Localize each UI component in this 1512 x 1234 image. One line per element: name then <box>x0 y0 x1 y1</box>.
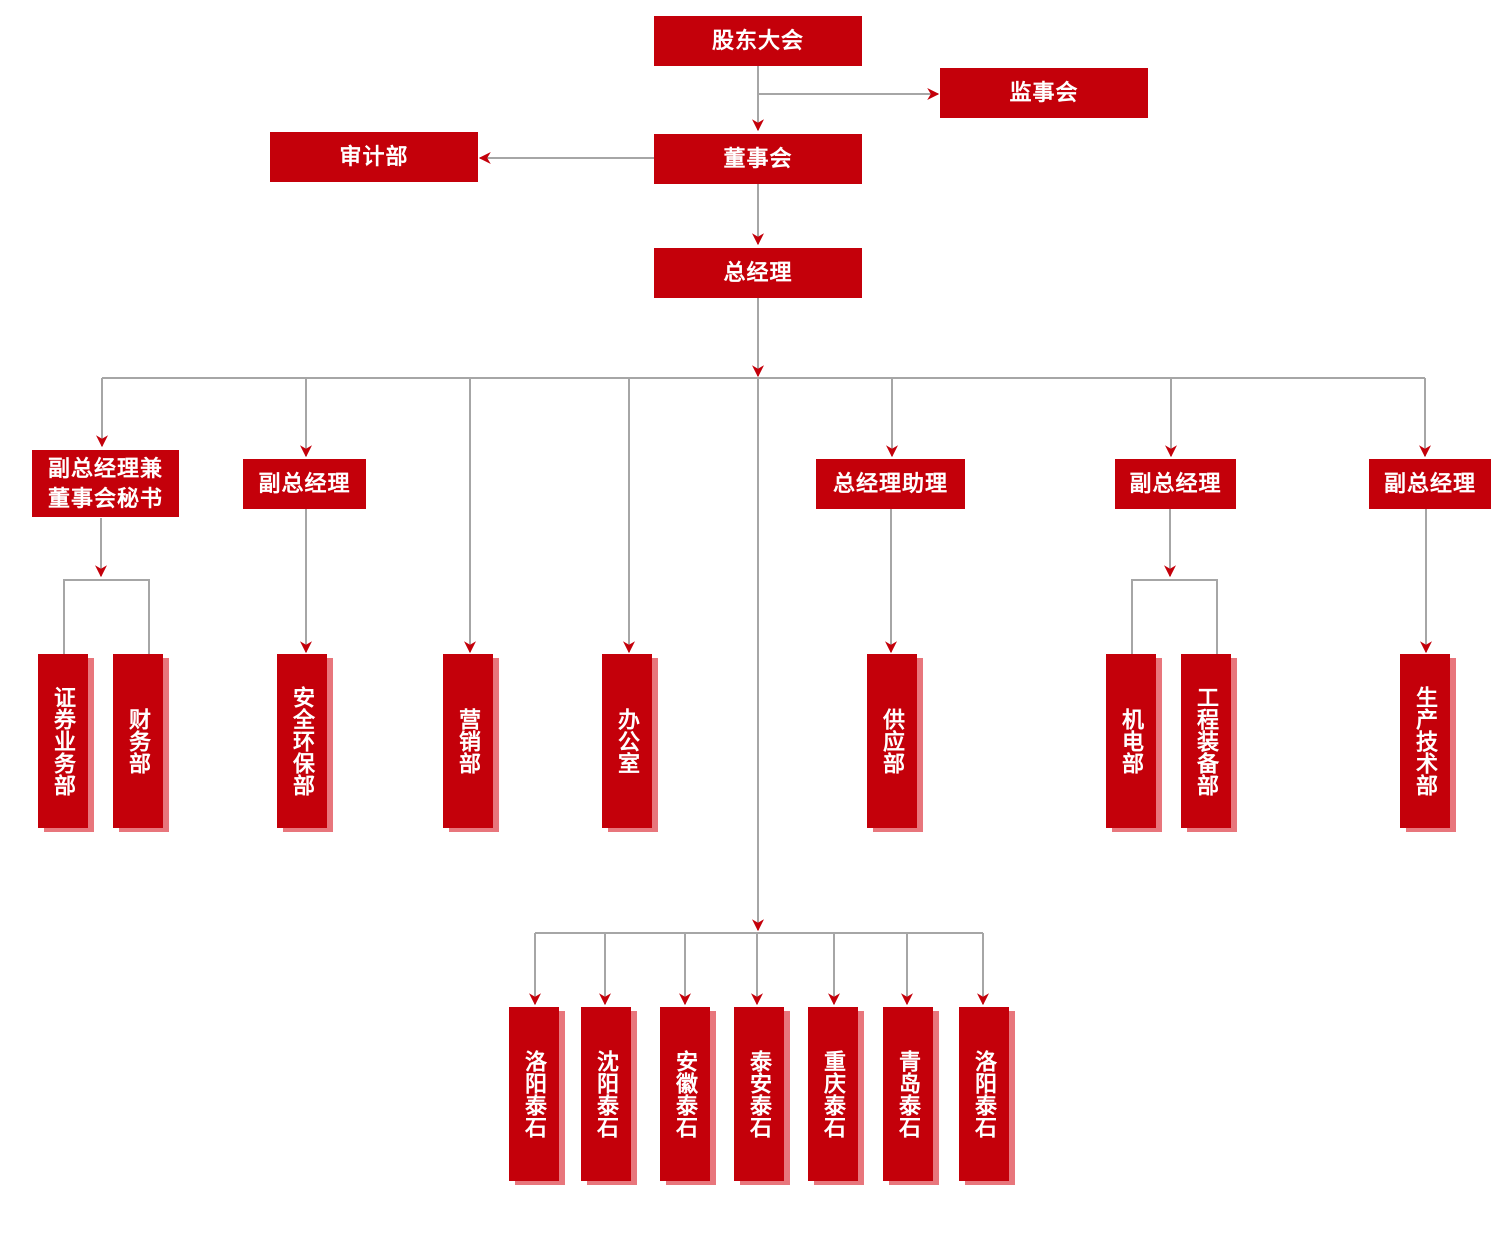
bracket-vgm-b <box>1131 579 1218 654</box>
node-sub-shenyang: 沈阳泰石 <box>581 1007 631 1181</box>
node-sub-luoyang-1: 洛阳泰石 <box>509 1007 559 1181</box>
node-vgm-secretary: 副总经理兼 董事会秘书 <box>32 450 179 517</box>
bracket-secretary <box>63 579 150 654</box>
node-supervisors: 监事会 <box>940 68 1148 118</box>
node-engineering: 工程装备部 <box>1181 654 1231 828</box>
node-securities: 证券业务部 <box>38 654 88 828</box>
node-shareholders: 股东大会 <box>654 16 862 66</box>
node-marketing: 营销部 <box>443 654 493 828</box>
node-production: 生产技术部 <box>1400 654 1450 828</box>
node-office: 办公室 <box>602 654 652 828</box>
node-finance: 财务部 <box>113 654 163 828</box>
node-board: 董事会 <box>654 134 862 184</box>
node-safety: 安全环保部 <box>277 654 327 828</box>
node-sub-taian: 泰安泰石 <box>734 1007 784 1181</box>
node-sub-qingdao: 青岛泰石 <box>883 1007 933 1181</box>
node-vgm-a: 副总经理 <box>243 459 366 509</box>
node-electromech: 机电部 <box>1106 654 1156 828</box>
node-vgm-b: 副总经理 <box>1115 459 1236 509</box>
node-gm: 总经理 <box>654 248 862 298</box>
node-vgm-c: 副总经理 <box>1369 459 1491 509</box>
node-sub-anhui: 安徽泰石 <box>660 1007 710 1181</box>
node-sub-luoyang-2: 洛阳泰石 <box>959 1007 1009 1181</box>
node-audit: 审计部 <box>270 132 478 182</box>
node-supply: 供应部 <box>867 654 917 828</box>
node-gm-assistant: 总经理助理 <box>816 459 965 509</box>
node-sub-chongqing: 重庆泰石 <box>808 1007 858 1181</box>
